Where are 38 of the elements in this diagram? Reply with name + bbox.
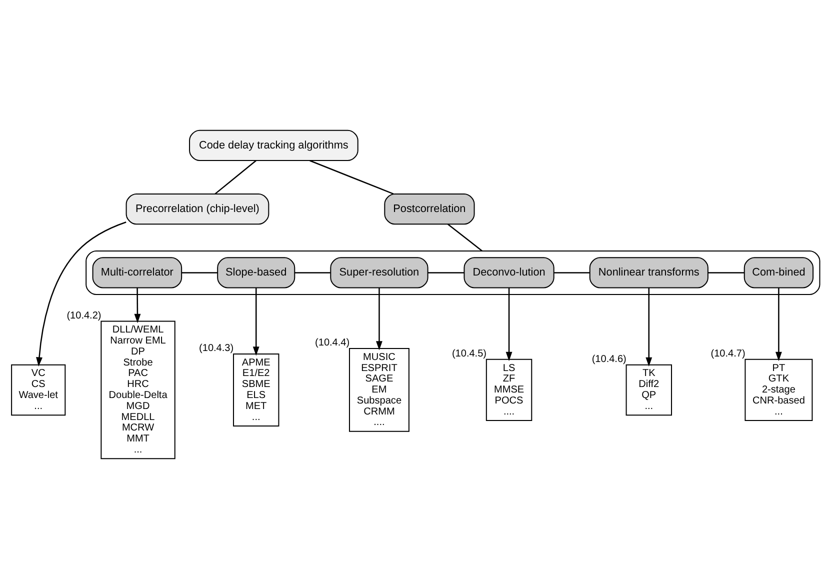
node-label: (10.4.5) [452,348,487,360]
node-box: Postcorrelation [384,193,475,224]
node-label: (10.4.7) [710,348,746,360]
node-box: Code delay tracking algorithms [189,129,358,160]
node-box: Precorrelation (chip-level) [126,193,270,224]
node-label: (10.4.4) [315,337,350,348]
node-box: MUSIC ESPRIT SAGE EM Subspace CRMM .... [348,348,410,432]
node-label: (10.4.2) [66,310,102,321]
node-box: Com-bined [744,256,814,288]
arrow [506,287,512,361]
connector [294,272,330,273]
arrow [376,287,382,350]
node-box: PT GTK 2-stage CNR-based ... [744,358,813,421]
connector [708,272,744,273]
connector [448,223,483,251]
arrow [775,287,782,361]
arrow [134,287,141,323]
node-box: VC CS Wave-let ... [11,364,66,416]
node-box: Nonlinear transforms [589,256,708,288]
node-box: DLL/WEML Narrow EML DP Strobe PAC HRC Double-Delta MGD MEDLL MCRW MMT ... [100,320,176,459]
arrow [252,287,260,356]
connector [428,272,464,273]
connector [214,160,256,194]
node-box: APME E1/E2 SBME ELS MET ... [233,352,280,426]
node-box: TK Diff2 QP ... [626,364,672,416]
node-label: (10.4.6) [592,354,626,365]
node-box: Slope-based [217,256,296,288]
arrow [646,287,652,366]
node-box: Multi-correlator [92,256,182,288]
node-box: LS ZF MMSE POCS .... [486,358,532,421]
connector [310,160,394,194]
arrow [36,221,126,366]
connector [182,272,218,273]
node-box: Deconvo-lution [464,256,554,288]
node-box: Super-resolution [330,256,428,288]
connector [554,272,590,273]
node-label: (10.4.3) [199,342,234,354]
cluster [86,250,820,294]
